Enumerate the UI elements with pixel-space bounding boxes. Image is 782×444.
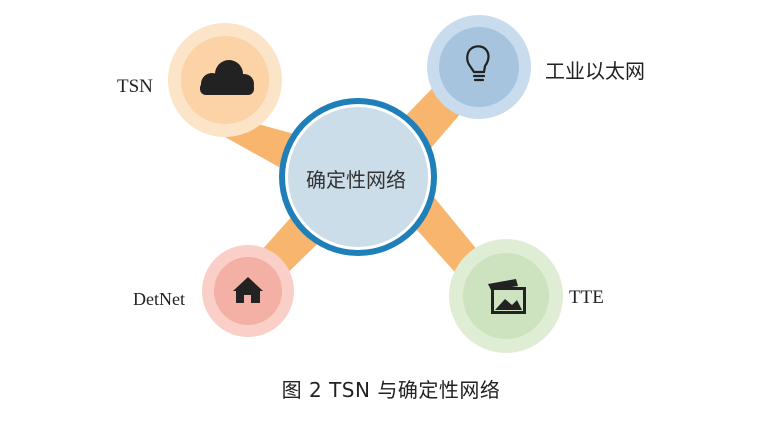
- figure-caption: 图 2 TSN 与确定性网络: [281, 378, 501, 402]
- node-center: [279, 98, 437, 256]
- cloud-icon: [200, 60, 254, 95]
- node-label-detnet: DetNet: [133, 289, 185, 309]
- center-node-label: 确定性网络: [306, 168, 406, 192]
- image-icon: [488, 279, 526, 314]
- node-detnet: [202, 245, 294, 337]
- node-label-tte: TTE: [569, 287, 604, 308]
- node-label-industrial-ethernet: 工业以太网: [545, 59, 645, 83]
- node-tte: [449, 239, 563, 353]
- home-icon: [233, 277, 263, 303]
- node-label-tsn: TSN: [117, 76, 153, 97]
- node-tsn: [168, 23, 282, 137]
- lightbulb-icon: [466, 45, 490, 82]
- node-industrial-ethernet: [427, 15, 531, 119]
